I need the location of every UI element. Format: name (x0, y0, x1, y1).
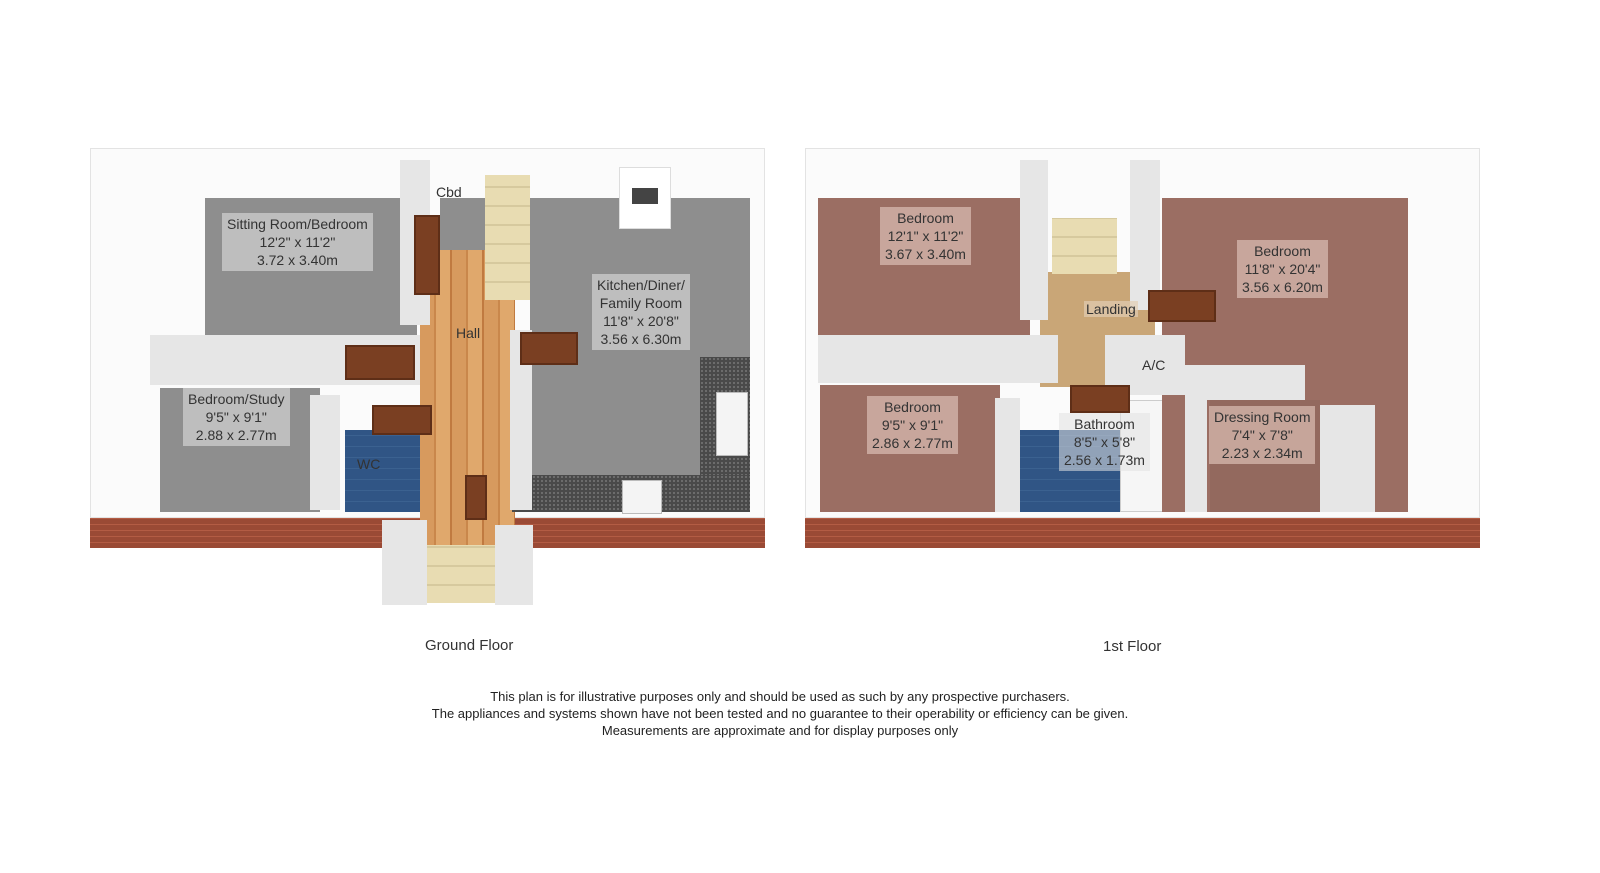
hob-icon (622, 480, 662, 514)
disclaimer: This plan is for illustrative purposes o… (0, 688, 1560, 739)
room-imperial: 7'4" x 7'8" (1231, 427, 1293, 443)
exterior-brick-wall (805, 512, 1480, 548)
staircase (1052, 218, 1117, 274)
porch-wall (382, 520, 427, 605)
room-metric: 2.23 x 2.34m (1221, 445, 1303, 461)
room-imperial: 11'8" x 20'4" (1244, 261, 1321, 277)
porch-wall (495, 525, 533, 605)
floor-caption: 1st Floor (1103, 638, 1162, 655)
room-name: Bedroom (1254, 243, 1311, 259)
room-name: Sitting Room/Bedroom (227, 216, 368, 232)
room-metric: 3.67 x 3.40m (885, 246, 966, 262)
floor-caption: Ground Floor (425, 637, 514, 654)
room-label-bathroom: Bathroom 8'5" x 5'8" 2.56 x 1.73m (1059, 413, 1150, 471)
room-name: Bedroom (897, 210, 954, 226)
hall-label: Hall (456, 325, 481, 341)
room-name: Bedroom/Study (188, 391, 285, 407)
room-metric: 2.86 x 2.77m (872, 435, 953, 451)
room-imperial: 8'5" x 5'8" (1073, 434, 1136, 450)
staircase (485, 175, 530, 300)
room-name: Bathroom (1074, 416, 1135, 432)
room-metric: 3.56 x 6.20m (1242, 279, 1323, 295)
door[interactable] (520, 332, 578, 365)
interior-wall (510, 330, 532, 510)
room-imperial: 9'5" x 9'1" (205, 409, 267, 425)
cupboard-floor (440, 198, 485, 250)
room-label-bedroom-study: Bedroom/Study 9'5" x 9'1" 2.88 x 2.77m (183, 388, 290, 446)
porch-floor (427, 545, 495, 603)
disclaimer-line: Measurements are approximate and for dis… (601, 723, 959, 738)
wc-label: WC (357, 456, 381, 472)
room-imperial: 9'5" x 9'1" (881, 417, 944, 433)
interior-wall (1185, 365, 1305, 400)
chimney-breast (620, 168, 670, 228)
room-label-sitting-room: Sitting Room/Bedroom 12'2" x 11'2" 3.72 … (222, 213, 373, 271)
disclaimer-line: This plan is for illustrative purposes o… (490, 689, 1070, 704)
interior-wall (1020, 160, 1048, 320)
room-name-2: Family Room (599, 295, 683, 311)
room-metric: 3.72 x 3.40m (256, 252, 338, 268)
room-imperial: 12'1" x 11'2" (887, 228, 964, 244)
cupboard-label: Cbd (436, 184, 462, 200)
door[interactable] (1148, 290, 1216, 322)
room-label-bedroom-1: Bedroom 12'1" x 11'2" 3.67 x 3.40m (880, 207, 971, 265)
sink-icon (716, 392, 748, 456)
room-metric: 3.56 x 6.30m (600, 331, 682, 347)
room-label-dressing-room: Dressing Room 7'4" x 7'8" 2.23 x 2.34m (1209, 406, 1316, 464)
room-imperial: 11'8" x 20'8" (603, 313, 679, 329)
room-label-bedroom-3: Bedroom 9'5" x 9'1" 2.86 x 2.77m (867, 396, 958, 454)
room-name: Kitchen/Diner/ (597, 277, 685, 293)
door[interactable] (372, 405, 432, 435)
interior-wall (1130, 160, 1160, 310)
door[interactable] (1070, 385, 1130, 413)
room-name: Dressing Room (1214, 409, 1311, 425)
door[interactable] (465, 475, 487, 520)
interior-wall (818, 335, 1058, 383)
room-label-bedroom-2: Bedroom 11'8" x 20'4" 3.56 x 6.20m (1237, 240, 1328, 298)
interior-wall (995, 398, 1020, 512)
disclaimer-line: The appliances and systems shown have no… (431, 706, 1129, 721)
interior-wall (1320, 405, 1375, 512)
room-metric: 2.56 x 1.73m (1064, 452, 1145, 468)
room-metric: 2.88 x 2.77m (195, 427, 277, 443)
room-imperial: 12'2" x 11'2" (259, 234, 336, 250)
interior-wall (310, 395, 340, 510)
door[interactable] (414, 215, 440, 295)
room-name: Bedroom (884, 399, 941, 415)
interior-wall (1185, 395, 1207, 512)
room-label-kitchen: Kitchen/Diner/ Family Room 11'8" x 20'8"… (592, 274, 690, 350)
landing-label: Landing (1084, 301, 1138, 317)
door[interactable] (345, 345, 415, 380)
ac-label: A/C (1142, 357, 1166, 373)
